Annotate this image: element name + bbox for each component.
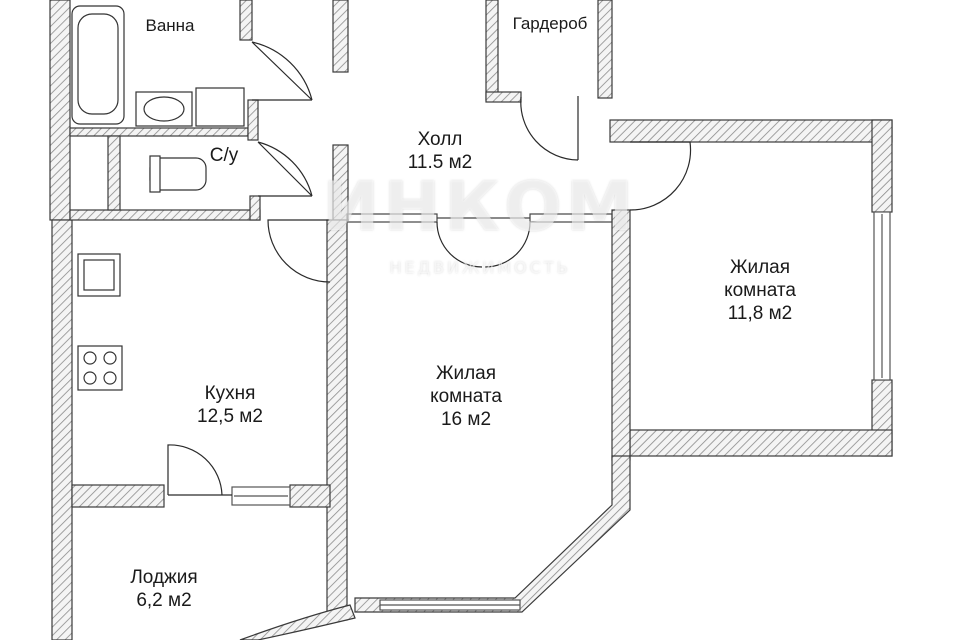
wall-wc-right (249, 195, 261, 221)
wall-living-bay (354, 455, 631, 613)
room-name-loggia: Лоджия (130, 567, 198, 588)
wall-left-kitchen (51, 219, 73, 640)
stove (77, 345, 123, 391)
fixtures (71, 5, 245, 391)
room-name-bedroom-line1: Жилая (729, 257, 791, 278)
room-area-hall: 11.5 м2 (407, 152, 473, 174)
wall-hall-left-lower (332, 144, 349, 221)
room-label-bath: Ванна (130, 16, 210, 37)
room-name-hall: Холл (417, 129, 463, 150)
wall-kitchen-bottom-right (289, 484, 331, 508)
door-living-left (436, 221, 483, 268)
wall-wc-left-shaft (107, 135, 121, 211)
room-area-bedroom: 11,8 м2 (727, 303, 793, 325)
room-name-living-line1: Жилая (435, 363, 497, 384)
wall-wc-bottom (69, 209, 261, 221)
room-label-bedroom: Жилая комната 11,8 м2 (690, 256, 830, 326)
room-label-living: Жилая комната 16 м2 (396, 362, 536, 432)
room-name-bath: Ванна (145, 16, 195, 35)
wall-bath-right-upper (239, 0, 253, 41)
room-label-loggia: Лоджия 6,2 м2 (104, 566, 224, 612)
wall-bedroom-left (611, 209, 631, 461)
walls (49, 0, 893, 640)
wall-kitchen-living (326, 219, 348, 621)
wall-wardrobe-left (485, 0, 499, 101)
wall-bedroom-right-upper (871, 119, 893, 213)
wall-loggia-curve (239, 604, 356, 640)
room-area-kitchen: 12,5 м2 (197, 406, 263, 428)
room-name-wc: С/у (209, 145, 239, 166)
door-wardrobe (520, 96, 579, 161)
wall-wardrobe-right (597, 0, 613, 99)
hall-partitions (346, 213, 613, 223)
wall-kitchen-bottom-left (71, 484, 165, 508)
room-name-bedroom-line2: комната (724, 280, 796, 302)
door-bath (251, 41, 313, 101)
room-label-wc: С/у (196, 144, 252, 167)
door-loggia (167, 444, 223, 496)
room-label-kitchen: Кухня 12,5 м2 (170, 382, 290, 428)
wall-bath-bottom (69, 127, 249, 137)
wall-wardrobe-bottom (485, 91, 522, 103)
door-living-right (484, 221, 531, 268)
wall-left-exterior (49, 0, 71, 221)
windows (231, 211, 891, 611)
room-name-wardrobe: Гардероб (512, 14, 588, 33)
wall-hall-left-upper (332, 0, 349, 73)
room-name-kitchen: Кухня (204, 383, 256, 404)
room-label-hall: Холл 11.5 м2 (380, 128, 500, 174)
door-wc (257, 141, 313, 197)
door-bedroom (629, 141, 692, 211)
room-area-loggia: 6,2 м2 (136, 590, 192, 612)
partition-hall-living (346, 213, 438, 223)
room-label-wardrobe: Гардероб (498, 14, 602, 35)
room-name-living-line2: комната (430, 386, 502, 408)
wall-bedroom-top (609, 119, 893, 143)
wall-bath-right-lower (247, 99, 259, 141)
partition-hall-bedroom (529, 213, 613, 223)
door-kitchen (267, 219, 331, 283)
room-area-living: 16 м2 (440, 409, 492, 431)
washing-machine (195, 87, 245, 127)
wall-bedroom-bottom (629, 429, 893, 457)
doors (167, 41, 692, 496)
